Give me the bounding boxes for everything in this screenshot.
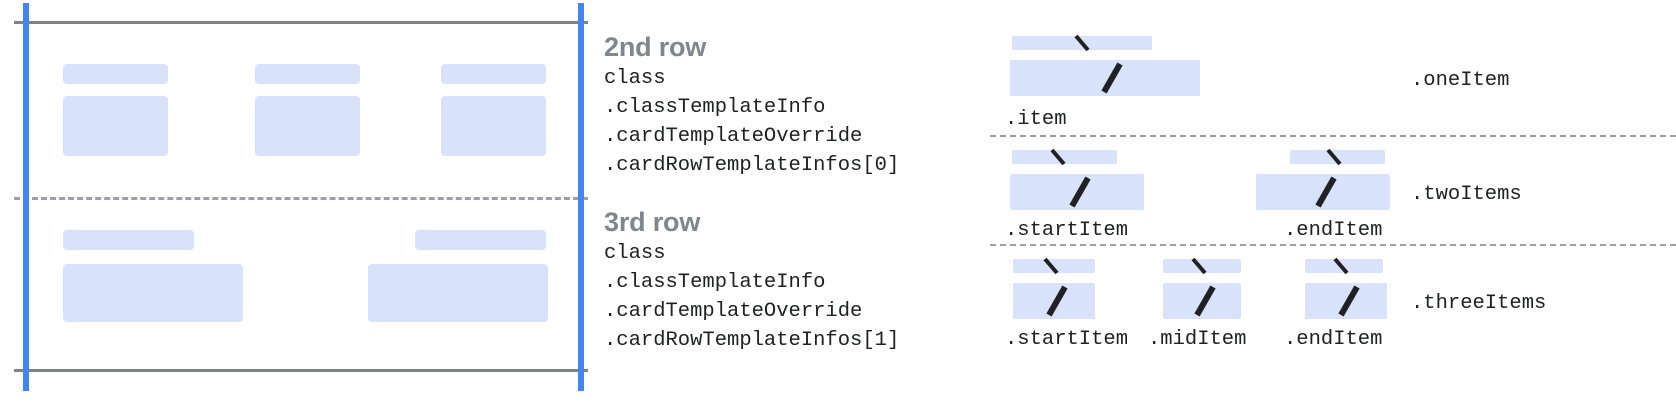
item-slot-caption: .startItem	[1005, 328, 1129, 351]
slot-body-bar	[1010, 60, 1200, 96]
slot-label-bar	[1163, 259, 1241, 273]
end-edge-guide	[578, 3, 584, 391]
bottom-border-rule	[14, 369, 588, 372]
cell-title-chip	[255, 64, 360, 84]
cell-body-chip	[63, 96, 168, 156]
slot-body-bar	[1013, 283, 1095, 319]
item-slot-caption: .startItem	[1005, 219, 1129, 242]
third-row-code-line: .cardTemplateOverride	[604, 300, 863, 323]
start-edge-guide	[23, 3, 29, 391]
one-item-group-label: .oneItem	[1411, 69, 1510, 92]
slot-label-bar	[1012, 36, 1152, 50]
cell-body-chip	[255, 96, 360, 156]
cell-body-chip	[368, 264, 548, 322]
second-row-code-line: class	[604, 67, 666, 90]
slot-body-bar	[1010, 174, 1144, 210]
top-border-rule	[14, 21, 588, 24]
slot-label-bar	[1290, 150, 1385, 164]
item-slot-caption: .midItem	[1148, 328, 1247, 351]
slot-label-bar	[1305, 259, 1383, 273]
second-row-code-line: .classTemplateInfo	[604, 96, 826, 119]
cell-title-chip	[63, 230, 194, 250]
row-divider-dashed	[14, 197, 588, 200]
third-row-code-line: .cardRowTemplateInfos[1]	[604, 329, 900, 352]
third-row-title: 3rd row	[604, 207, 701, 237]
cell-title-chip	[63, 64, 168, 84]
cell-body-chip	[63, 264, 243, 322]
second-row-description: 2nd row class .classTemplateInfo .cardTe…	[604, 30, 899, 180]
third-row-code-line: class	[604, 242, 666, 265]
item-slot-caption: .endItem	[1284, 219, 1383, 242]
two-items-group-label: .twoItems	[1411, 183, 1522, 206]
slot-label-bar	[1013, 259, 1095, 273]
third-row-code-line: .classTemplateInfo	[604, 271, 826, 294]
slot-body-bar	[1163, 283, 1241, 319]
slot-body-bar	[1305, 283, 1387, 319]
item-slot-caption: .endItem	[1284, 328, 1383, 351]
group-divider-dashed	[990, 244, 1676, 246]
slot-body-bar	[1256, 174, 1390, 210]
group-divider-dashed	[990, 135, 1676, 137]
second-row-code-line: .cardTemplateOverride	[604, 125, 863, 148]
second-row-title: 2nd row	[604, 32, 707, 62]
third-row-description: 3rd row class .classTemplateInfo .cardTe…	[604, 205, 899, 355]
second-row-code-line: .cardRowTemplateInfos[0]	[604, 154, 900, 177]
item-slot-caption: .item	[1005, 108, 1067, 131]
cell-title-chip	[441, 64, 546, 84]
three-items-group-label: .threeItems	[1411, 292, 1547, 315]
cell-title-chip	[415, 230, 546, 250]
cell-body-chip	[441, 96, 546, 156]
slot-label-bar	[1012, 150, 1117, 164]
